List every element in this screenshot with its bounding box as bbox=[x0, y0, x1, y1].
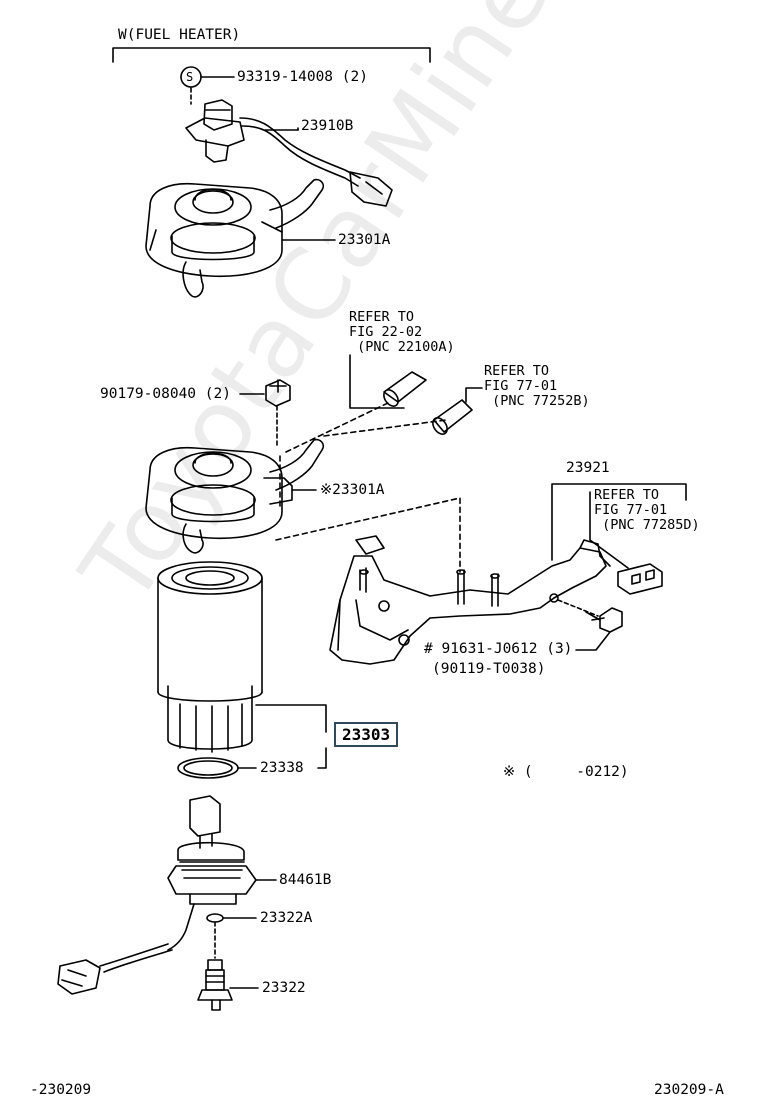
screw-badge-letter: S bbox=[186, 70, 194, 84]
mounting-bracket-icon bbox=[329, 535, 611, 665]
fuel-hose-1-icon bbox=[383, 371, 427, 407]
nut-icon bbox=[265, 379, 291, 407]
part-label-nut: 90179-08040 (2) bbox=[100, 386, 231, 402]
dash-bracket bbox=[275, 497, 461, 573]
highlighted-part-filter-element[interactable]: 23303 bbox=[334, 722, 399, 747]
part-label-bracket: 23921 bbox=[566, 460, 610, 476]
gasket-icon bbox=[206, 913, 224, 923]
fuel-heater-sensor-icon bbox=[185, 99, 393, 207]
group-bracket-line bbox=[112, 47, 431, 63]
part-label-screw: 93319-14008 (2) bbox=[237, 69, 368, 85]
part-label-drain-cock: 23322 bbox=[262, 980, 306, 996]
connector-clip-icon bbox=[617, 563, 663, 595]
dash-hose1 bbox=[285, 401, 391, 453]
footer-left-code: -230209 bbox=[30, 1082, 92, 1098]
part-label-heater-sensor: 23910B bbox=[301, 118, 354, 134]
part-label-gasket: 23322A bbox=[260, 910, 313, 926]
note-asterisk-range: ※ ( -0212) bbox=[503, 764, 629, 780]
part-label-o-ring: 23338 bbox=[260, 760, 304, 776]
leader-ref2 bbox=[465, 387, 483, 403]
ref1-line3: (PNC 22100A) bbox=[349, 339, 455, 355]
dash-bolt bbox=[557, 599, 599, 617]
ref3-line2: FIG 77-01 bbox=[594, 502, 668, 518]
leader-ref3 bbox=[589, 491, 629, 569]
fuel-filter-element-icon bbox=[157, 561, 263, 753]
leader-filter bbox=[255, 704, 327, 733]
fuel-hose-2-icon bbox=[432, 399, 473, 435]
leader-oring-2 bbox=[317, 747, 327, 769]
footer-right-code: 230209-A bbox=[654, 1082, 724, 1098]
leader-bolt bbox=[575, 631, 611, 651]
filter-head-upper-icon bbox=[145, 178, 325, 298]
dash-hose2 bbox=[323, 419, 447, 437]
o-ring-icon bbox=[177, 757, 239, 779]
leader-bracket bbox=[551, 483, 687, 561]
drain-cock-icon bbox=[197, 959, 233, 1011]
bolt-icon bbox=[585, 607, 623, 633]
part-label-drain-switch: 84461B bbox=[279, 872, 332, 888]
ref3-line1: REFER TO bbox=[594, 487, 660, 503]
ref2-line2: FIG 77-01 bbox=[484, 378, 558, 394]
ref3-line3: (PNC 77285D) bbox=[594, 517, 700, 533]
part-label-bolt: # 91631-J0612 (3) bbox=[424, 641, 573, 657]
filter-head-lower-icon bbox=[145, 438, 325, 554]
ref2-line3: (PNC 77252B) bbox=[484, 393, 590, 409]
ref2-line1: REFER TO bbox=[484, 363, 550, 379]
water-drain-switch-icon bbox=[57, 795, 257, 995]
ref1-line1: REFER TO bbox=[349, 309, 415, 325]
leader-ref1 bbox=[349, 354, 405, 409]
part-label-bolt-alt: (90119-T0038) bbox=[432, 661, 546, 677]
part-label-filter-head-upper: 23301A bbox=[338, 232, 391, 248]
ref1-line2: FIG 22-02 bbox=[349, 324, 423, 340]
part-label-filter-head-lower: ※23301A bbox=[320, 482, 385, 498]
group-label-fuel-heater: W(FUEL HEATER) bbox=[118, 27, 241, 43]
